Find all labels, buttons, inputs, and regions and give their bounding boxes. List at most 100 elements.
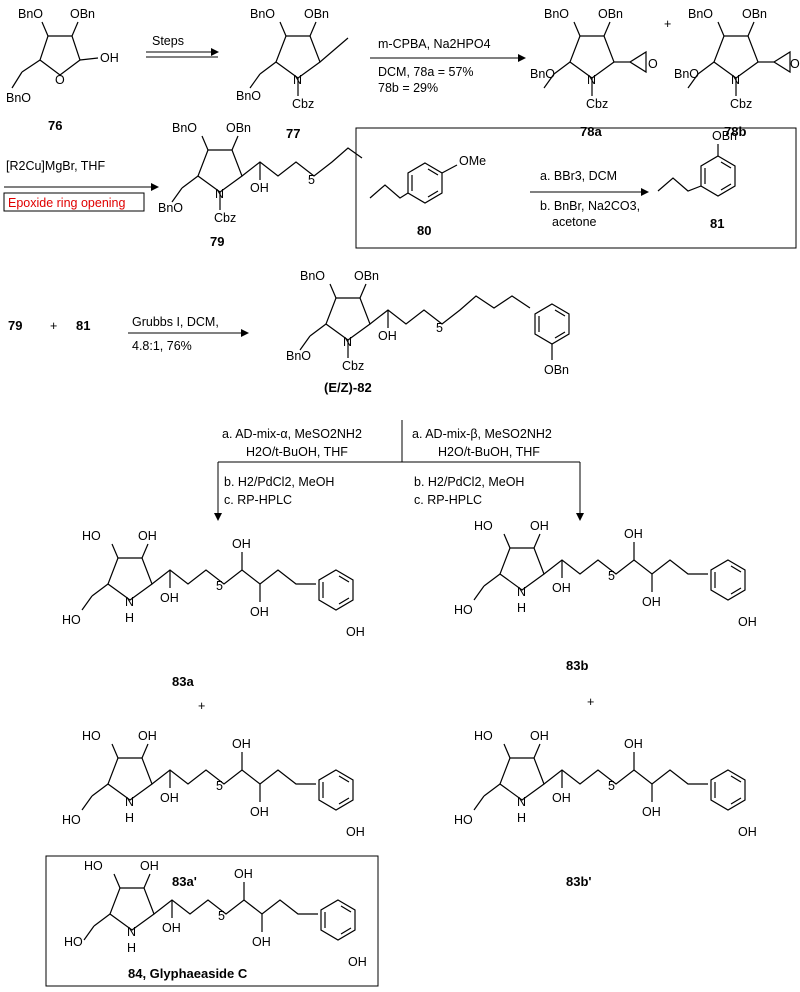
atom-h: H — [127, 941, 136, 955]
compound-83b-prime: HO OH N H OH 5 OH OH OH HO 83b' — [454, 729, 757, 889]
atom-sub5: 5 — [608, 779, 615, 793]
plus-sign: + — [198, 699, 205, 713]
atom-bno: BnO — [6, 91, 31, 105]
compound-81: OBn 81 — [657, 129, 737, 231]
reactant-79: 79 — [8, 318, 22, 333]
atom-ho: HO — [64, 935, 83, 949]
condition-epoxide-opening: Epoxide ring opening — [8, 196, 125, 210]
atom-h: H — [125, 611, 134, 625]
atom-bno: BnO — [18, 7, 43, 21]
compound-79: BnO OBn N OH 5 Cbz BnO 79 — [158, 121, 363, 249]
atom-obn: OBn — [544, 363, 569, 377]
reactant-81: 81 — [76, 318, 90, 333]
compound-83a-prime: HO OH N H OH 5 OH OH OH HO 83a' — [62, 729, 365, 889]
atom-oh: OH — [250, 805, 269, 819]
atom-ho: HO — [474, 519, 493, 533]
compound-76: BnO OBn O OH BnO 76 — [6, 7, 119, 133]
atom-n: N — [517, 795, 526, 809]
atom-n: N — [125, 595, 134, 609]
atom-bno: BnO — [544, 7, 569, 21]
compound-label-84: 84, Glyphaeaside C — [128, 966, 248, 981]
atom-oh: OH — [252, 935, 271, 949]
atom-ho: HO — [454, 813, 473, 827]
atom-ho: HO — [62, 613, 81, 627]
atom-oh: OH — [346, 825, 365, 839]
atom-oh: OH — [378, 329, 397, 343]
atom-ho: HO — [474, 729, 493, 743]
atom-oh: OH — [100, 51, 119, 65]
condition-cuprate: [R2Cu]MgBr, THF — [6, 159, 105, 173]
atom-ho: HO — [84, 859, 103, 873]
atom-o: O — [790, 57, 800, 71]
condition-hydro-right: b. H2/PdCl2, MeOH — [414, 475, 524, 489]
atom-bno: BnO — [530, 67, 555, 81]
arrow-epoxidation: m-CPBA, Na2HPO4 DCM, 78a = 57% 78b = 29% — [370, 37, 526, 95]
atom-obn: OBn — [70, 7, 95, 21]
atom-obn: OBn — [226, 121, 251, 135]
atom-obn: OBn — [354, 269, 379, 283]
condition-hydro-left: b. H2/PdCl2, MeOH — [224, 475, 334, 489]
atom-bno: BnO — [688, 7, 713, 21]
atom-oh: OH — [642, 595, 661, 609]
plus-sign: + — [50, 319, 57, 333]
atom-h: H — [517, 811, 526, 825]
atom-n: N — [731, 73, 740, 87]
compound-label-83a: 83a — [172, 674, 194, 689]
atom-oh: OH — [162, 921, 181, 935]
atom-n: N — [517, 585, 526, 599]
condition-epox-3: 78b = 29% — [378, 81, 438, 95]
atom-sub5: 5 — [216, 779, 223, 793]
atom-cbz: Cbz — [730, 97, 752, 111]
atom-oh: OH — [738, 825, 757, 839]
atom-o: O — [55, 73, 65, 87]
condition-ad-alpha-2: H2O/t-BuOH, THF — [246, 445, 348, 459]
atom-sub5: 5 — [608, 569, 615, 583]
atom-oh: OH — [160, 591, 179, 605]
atom-n: N — [215, 187, 224, 201]
atom-oh: OH — [346, 625, 365, 639]
atom-bno: BnO — [286, 349, 311, 363]
compound-77: BnO OBn N Cbz BnO 77 — [236, 7, 349, 141]
atom-ho: HO — [454, 603, 473, 617]
atom-bno: BnO — [674, 67, 699, 81]
atom-n: N — [343, 335, 352, 349]
atom-h: H — [517, 601, 526, 615]
condition-epox-1: m-CPBA, Na2HPO4 — [378, 37, 491, 51]
condition-ad-beta-1: a. AD-mix-β, MeSO2NH2 — [412, 427, 552, 441]
atom-o: O — [648, 57, 658, 71]
atom-obn: OBn — [598, 7, 623, 21]
atom-sub5: 5 — [308, 173, 315, 187]
compound-78a: BnO OBn N O Cbz BnO 78a — [530, 7, 658, 139]
atom-h: H — [125, 811, 134, 825]
atom-oh: OH — [642, 805, 661, 819]
compound-80: OMe 80 — [369, 154, 486, 238]
compound-84: HO OH N H OH 5 OH OH OH HO 84, Glyphaeas… — [64, 859, 367, 981]
atom-oh: OH — [624, 527, 643, 541]
compound-label-77: 77 — [286, 126, 300, 141]
compound-label-76: 76 — [48, 118, 62, 133]
atom-oh: OH — [530, 729, 549, 743]
atom-n: N — [127, 925, 136, 939]
atom-n: N — [587, 73, 596, 87]
condition-epox-2: DCM, 78a = 57% — [378, 65, 474, 79]
atom-oh: OH — [530, 519, 549, 533]
natural-product-box — [45, 855, 379, 987]
condition-bnbr-2: acetone — [552, 215, 597, 229]
atom-n: N — [125, 795, 134, 809]
side-reaction-box — [355, 127, 797, 249]
atom-oh: OH — [250, 181, 269, 195]
atom-bno: BnO — [250, 7, 275, 21]
condition-grubbs-2: 4.8:1, 76% — [132, 339, 192, 353]
atom-oh: OH — [232, 737, 251, 751]
atom-oh: OH — [738, 615, 757, 629]
condition-grubbs-1: Grubbs I, DCM, — [132, 315, 219, 329]
condition-bbr3: a. BBr3, DCM — [540, 169, 617, 183]
atom-ho: HO — [82, 529, 101, 543]
atom-oh: OH — [552, 791, 571, 805]
atom-oh: OH — [138, 729, 157, 743]
atom-bno: BnO — [172, 121, 197, 135]
condition-bnbr-1: b. BnBr, Na2CO3, — [540, 199, 640, 213]
atom-obn: OBn — [742, 7, 767, 21]
compound-83b: HO OH N H OH 5 OH OH OH HO 83b — [454, 519, 757, 673]
compound-label-80: 80 — [417, 223, 431, 238]
